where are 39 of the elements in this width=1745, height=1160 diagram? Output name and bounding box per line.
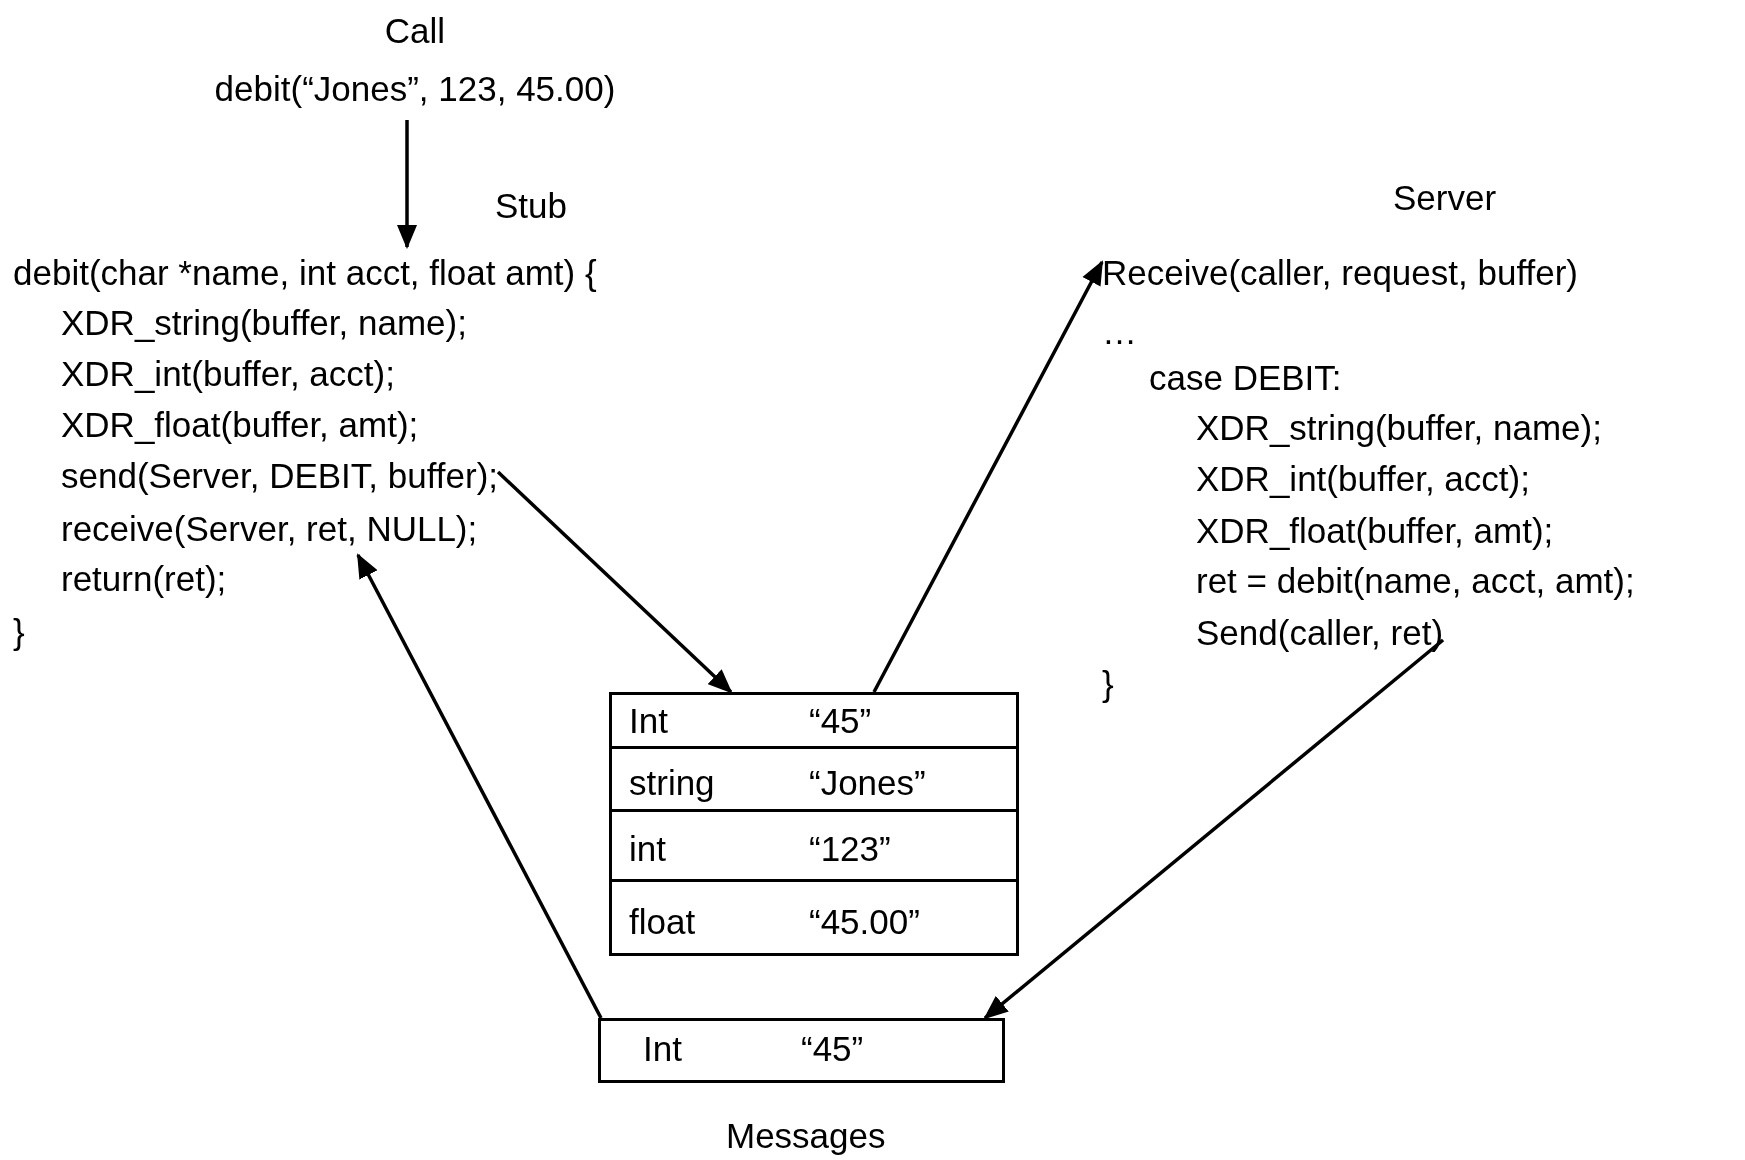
arrow <box>983 638 1445 1020</box>
code-line: Receive(caller, request, buffer) <box>1102 247 1578 299</box>
code-line: XDR_int(buffer, acct); <box>61 348 395 400</box>
arrow <box>396 120 418 250</box>
arrow <box>496 470 733 694</box>
caption-label: Messages <box>726 1116 886 1156</box>
field-type: Int <box>643 1029 682 1069</box>
field-value: “Jones” <box>809 762 926 803</box>
code-line: } <box>1102 658 1114 710</box>
section-heading: Stub <box>495 186 567 226</box>
field-type: int <box>629 829 666 869</box>
field-value: “123” <box>809 829 891 869</box>
code-line: Send(caller, ret) <box>1196 607 1444 659</box>
code-line: receive(Server, ret, NULL); <box>61 503 478 555</box>
code-line: XDR_string(buffer, name); <box>61 297 467 349</box>
code-line: send(Server, DEBIT, buffer); <box>61 450 499 502</box>
code-line: case DEBIT: <box>1149 352 1342 404</box>
code-line: … <box>1102 306 1137 358</box>
code-line: ret = debit(name, acct, amt); <box>1196 555 1635 607</box>
section-heading: Server <box>1393 178 1497 218</box>
field-value: “45.00” <box>809 902 920 942</box>
code-line: } <box>13 606 25 658</box>
code-line: debit(char *name, int acct, float amt) { <box>13 247 597 299</box>
code-line: XDR_float(buffer, amt); <box>1196 505 1554 557</box>
message-table <box>609 692 1019 956</box>
code-line: return(ret); <box>61 553 227 605</box>
field-type: string <box>629 762 715 803</box>
arrow <box>872 260 1104 693</box>
arrow <box>356 553 603 1019</box>
code-line: XDR_float(buffer, amt); <box>61 399 419 451</box>
field-value: “45” <box>809 701 872 741</box>
field-value: “45” <box>801 1029 864 1069</box>
field-type: Int <box>629 701 668 741</box>
call-heading: Call <box>384 10 446 52</box>
field-type: float <box>629 902 696 942</box>
code-line: XDR_string(buffer, name); <box>1196 402 1602 454</box>
code-line: XDR_int(buffer, acct); <box>1196 453 1530 505</box>
call-expression: debit(“Jones”, 123, 45.00) <box>214 68 616 110</box>
message-box <box>598 1018 1005 1083</box>
